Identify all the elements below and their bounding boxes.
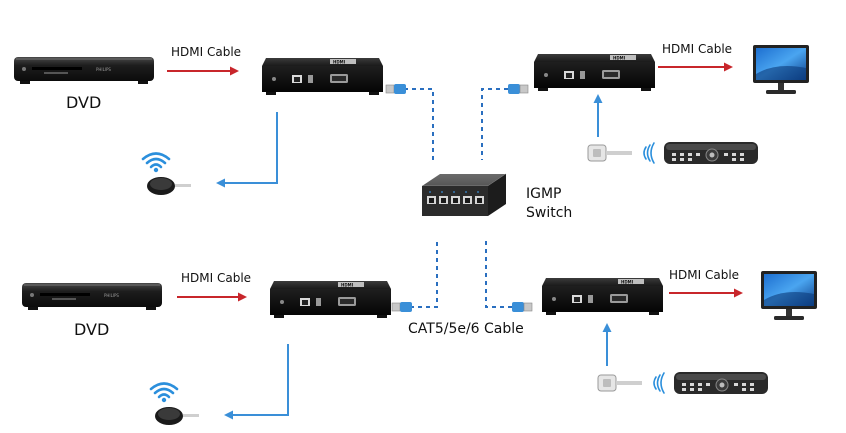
hdmi-transmitter-icon: HDMI	[270, 281, 391, 318]
ir-receiver-remote-icon	[597, 372, 768, 394]
rj45-plug-tx1	[385, 84, 406, 94]
hdmi-cable-label: HDMI Cable	[181, 271, 252, 285]
tv-monitor-icon	[761, 271, 817, 320]
dvd-label: DVD	[74, 320, 110, 339]
hdmi-transmitter-icon: HDMI	[262, 58, 383, 95]
svg-text:PHILIPS: PHILIPS	[104, 293, 119, 298]
ir-signal-icon	[643, 142, 655, 164]
dvd-player-icon: PHILIPS	[22, 283, 162, 310]
network-cable-label: CAT5/5e/6 Cable	[408, 321, 524, 337]
svg-text:PHILIPS: PHILIPS	[96, 67, 111, 72]
switch-label-line2: Switch	[526, 205, 573, 221]
tv-monitor-icon	[753, 45, 809, 94]
hdmi-cable-label: HDMI Cable	[669, 268, 740, 282]
network-cable-rx1	[481, 88, 508, 160]
ir-receiver-remote-icon	[587, 142, 758, 164]
network-cable-tx1	[404, 88, 434, 160]
ir-signal-icon	[653, 372, 665, 394]
network-cable-rx2	[485, 240, 512, 308]
hdmi-cable-label: HDMI Cable	[662, 42, 733, 56]
svg-text:HDMI: HDMI	[341, 282, 354, 287]
hdmi-receiver-icon: HDMI	[542, 278, 663, 315]
rj45-plug-rx1	[508, 84, 529, 94]
dvd-player-icon: PHILIPS	[14, 57, 154, 84]
ir-emitter-icon	[149, 382, 199, 425]
ir-emitter-icon	[141, 152, 191, 195]
svg-text:HDMI: HDMI	[333, 59, 346, 64]
svg-text:HDMI: HDMI	[613, 55, 626, 60]
network-switch-icon	[422, 173, 507, 216]
switch-label-line1: IGMP	[526, 186, 562, 202]
wifi-icon	[141, 152, 171, 169]
network-cable-tx2	[410, 240, 438, 308]
ir-arrow-tx1-to-emitter1	[216, 112, 278, 188]
hdmi-cable-label: HDMI Cable	[171, 45, 242, 59]
svg-text:HDMI: HDMI	[621, 279, 634, 284]
dvd-label: DVD	[66, 93, 102, 112]
wifi-icon	[149, 382, 179, 399]
rj45-plug-rx2	[512, 302, 533, 312]
rj45-plug-tx2	[391, 302, 412, 312]
hdmi-receiver-icon: HDMI	[534, 54, 655, 91]
ir-arrow-tx2-to-emitter2	[224, 344, 289, 420]
